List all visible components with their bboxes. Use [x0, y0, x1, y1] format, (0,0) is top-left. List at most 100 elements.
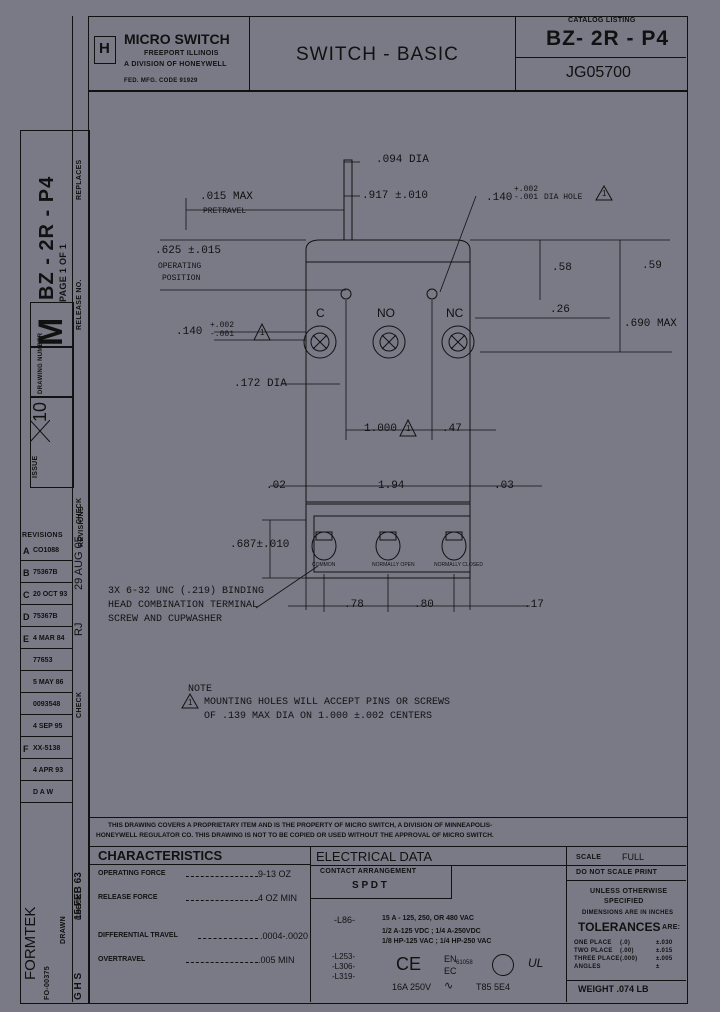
dim-op-pos-1: OPERATING — [158, 262, 202, 271]
warn-number-3: 1 — [406, 424, 411, 433]
screw-note-2: HEAD COMBINATION TERMINAL — [108, 600, 259, 611]
drawing-area-frame — [88, 90, 688, 818]
catalog-label: CATALOG LISTING — [568, 17, 636, 24]
company-name: MICRO SWITCH — [124, 31, 230, 47]
dim-690: .690 MAX — [624, 318, 677, 330]
company-division: A DIVISION OF HONEYWELL — [124, 61, 227, 68]
company-block — [88, 16, 250, 92]
characteristic-leader — [186, 876, 258, 877]
dim-03: .03 — [494, 480, 514, 492]
body-top — [305, 239, 471, 263]
mount-hole-right — [426, 288, 438, 300]
electrical-code: -L86- — [334, 915, 356, 925]
drawing-number-box — [30, 346, 74, 398]
revision-letter: C — [23, 590, 30, 600]
inches-label: DIMENSIONS ARE IN INCHES — [582, 910, 674, 916]
note-label: NOTE — [188, 684, 213, 695]
characteristic-label: OPERATING FORCE — [98, 870, 166, 877]
mount-label-no: NORMALLY OPEN — [372, 562, 415, 568]
unless-2: SPECIFIED — [604, 898, 644, 905]
en-mark: EN — [444, 954, 457, 964]
tolerance-place: (.000) — [620, 956, 638, 962]
tolerance-value: ±.005 — [656, 956, 673, 962]
unless-1: UNLESS OTHERWISE — [590, 888, 668, 895]
revision-row-line — [20, 626, 72, 627]
tolerance-value: ±.030 — [656, 940, 673, 946]
revision-row-line — [20, 604, 72, 605]
warn-number-2: 1 — [260, 328, 265, 337]
characteristic-value: 9-13 OZ — [258, 869, 292, 879]
bottom-terminal-nc — [441, 531, 467, 561]
revision-text: 0093548 — [33, 701, 61, 708]
terminal-nc — [441, 325, 475, 359]
code-3: -L319- — [332, 972, 356, 981]
weight-value: WEIGHT .074 LB — [578, 984, 649, 994]
ec-mark: EC — [444, 966, 457, 976]
tolerance-label: ANGLES — [574, 964, 601, 970]
screw-note-3: SCREW AND CUPWASHER — [108, 614, 223, 625]
code-1: -L253- — [332, 952, 356, 961]
catalog-divider — [515, 57, 686, 58]
revisions-heading: REVISIONS — [22, 532, 63, 539]
revision-text: 20 OCT 93 — [33, 591, 68, 598]
warning-triangle-icon — [399, 418, 417, 437]
dim-1000: 1.000 — [364, 423, 398, 435]
terminal-label-c: C — [316, 306, 325, 320]
code-2: -L306- — [332, 962, 356, 971]
dim-17: .17 — [524, 599, 544, 611]
dim-140-tol: +.002 -.001 — [210, 321, 235, 339]
revision-text: 75367B — [33, 569, 58, 576]
revision-text: 77653 — [33, 657, 53, 664]
mount-label-nc: NORMALLY CLOSED — [434, 562, 483, 568]
bottom-table — [88, 846, 688, 1004]
terminal-no — [372, 325, 406, 359]
revision-letter: B — [23, 568, 30, 578]
revision-letter: A — [23, 546, 30, 556]
tolerance-label: ONE PLACE — [574, 940, 612, 946]
revision-row-line — [20, 692, 72, 693]
proprietary-line-1: THIS DRAWING COVERS A PROPRIETARY ITEM A… — [108, 822, 493, 829]
dim-78: .78 — [344, 599, 364, 611]
tolerances-label: TOLERANCES — [578, 920, 661, 934]
revision-text: CO1088 — [33, 547, 60, 554]
revision-text: 4 MAR 84 — [33, 635, 65, 642]
characteristic-value: .005 MIN — [258, 955, 295, 965]
scale-label: SCALE — [576, 854, 602, 861]
dim-917: .917 ±.010 — [362, 190, 429, 202]
tolerances-are: ARE: — [662, 924, 681, 931]
switch-body — [305, 261, 471, 503]
revision-row-line — [20, 670, 72, 671]
rating-2: 1/2 A-125 VDC ; 1/4 A-250VDC — [382, 928, 481, 935]
revision-text: XX-5138 — [33, 745, 61, 752]
dim-hole: .140 — [486, 192, 513, 204]
fed-code: FED. MFG. CODE 91929 — [124, 78, 198, 84]
revision-row-line — [20, 736, 72, 737]
dim-625: .625 ±.015 — [155, 245, 222, 257]
characteristic-leader — [186, 900, 258, 901]
revision-row-line — [20, 758, 72, 759]
dim-094: .094 DIA — [376, 154, 429, 166]
tolerance-place: (.0) — [620, 940, 631, 946]
revision-text: 4 SEP 95 — [33, 723, 63, 730]
terminal-label-nc: NC — [446, 306, 464, 320]
csa-mark-icon — [492, 954, 514, 976]
revision-letter: D — [23, 612, 30, 622]
revision-row-line — [20, 780, 72, 781]
note-line-2: OF .139 MAX DIA ON 1.000 ±.002 CENTERS — [204, 711, 433, 722]
company-location: FREEPORT ILLINOIS — [144, 50, 219, 57]
warn-number-note: 1 — [188, 698, 193, 707]
col-divider-2 — [566, 846, 567, 1002]
logo-letter: H — [99, 40, 110, 57]
scale-underline — [566, 865, 686, 866]
electrical-heading: ELECTRICAL DATA — [316, 849, 433, 864]
dim-58: .58 — [552, 262, 572, 274]
dim-pretravel: PRETRAVEL — [203, 207, 247, 216]
characteristic-leader — [198, 938, 258, 939]
revision-row-line — [20, 714, 72, 715]
tolerance-value: ± — [656, 964, 660, 970]
dim-59: .59 — [642, 260, 662, 272]
characteristic-label: OVERTRAVEL — [98, 956, 146, 963]
drawing-title: SWITCH - BASIC — [296, 44, 459, 65]
